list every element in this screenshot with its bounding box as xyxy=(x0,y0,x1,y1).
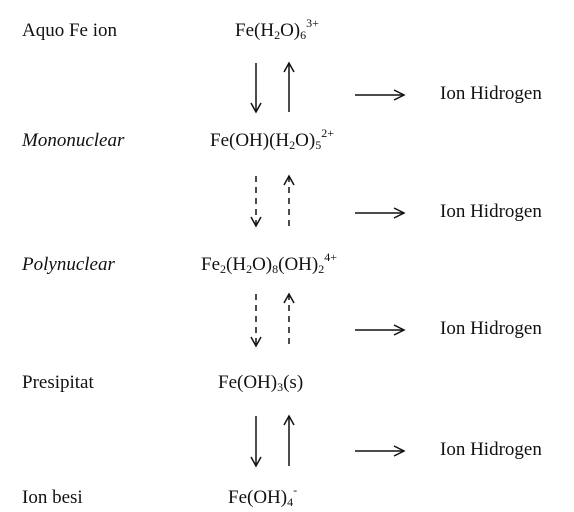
formula-part: (H xyxy=(226,254,247,275)
formula-part: 6 xyxy=(300,28,307,42)
forward-arrow-head-3 xyxy=(250,336,262,348)
formula-part: 2 xyxy=(289,138,296,152)
release-arrow-head-1 xyxy=(393,89,406,101)
formula-part: (s) xyxy=(283,372,304,393)
forward-arrow-head-1 xyxy=(250,102,262,114)
species-label-1: Aquo Fe ion xyxy=(22,20,117,41)
species-label-4: Presipitat xyxy=(22,372,94,393)
formula-part: 3+ xyxy=(306,16,319,30)
forward-arrow-head-4 xyxy=(250,456,262,468)
product-label-4: Ion Hidrogen xyxy=(440,439,542,460)
release-arrow-head-4 xyxy=(393,445,406,457)
formula-part: 4+ xyxy=(324,250,338,264)
species-label-5: Ion besi xyxy=(22,487,83,508)
species-label-2: Mononuclear xyxy=(22,130,125,151)
species-formula-1: Fe(H2O)63+ xyxy=(235,17,319,42)
formula-part: 2+ xyxy=(321,126,334,140)
formula-part: 4 xyxy=(287,495,294,509)
formula-part: Fe(H xyxy=(235,20,275,41)
species-label-3: Polynuclear xyxy=(22,254,115,275)
formula-part: O) xyxy=(252,254,273,275)
formula-part: 5 xyxy=(315,138,322,152)
product-label-2: Ion Hidrogen xyxy=(440,201,542,222)
formula-part: Fe xyxy=(201,254,220,275)
reverse-arrow-head-3 xyxy=(283,292,295,304)
formula-part: Fe(OH) xyxy=(218,372,278,393)
reverse-arrow-head-2 xyxy=(283,174,295,186)
release-arrow-head-2 xyxy=(393,207,406,219)
formula-part: 2 xyxy=(274,28,281,42)
reverse-arrow-head-1 xyxy=(283,61,295,73)
formula-part: 2 xyxy=(318,262,325,276)
formula-part: 2 xyxy=(220,262,226,276)
formula-part: - xyxy=(293,483,298,497)
formula-part: O) xyxy=(280,20,301,41)
species-formula-4: Fe(OH)3(s) xyxy=(218,372,303,394)
formula-part: 2 xyxy=(246,262,253,276)
formula-part: (OH) xyxy=(278,254,319,275)
release-arrow-head-3 xyxy=(393,324,406,336)
formula-part: 8 xyxy=(272,262,279,276)
formula-part: Fe(OH) xyxy=(228,487,288,508)
formula-part: O) xyxy=(295,130,316,151)
formula-part: 3 xyxy=(277,380,284,394)
species-formula-5: Fe(OH)4- xyxy=(228,484,297,509)
product-label-3: Ion Hidrogen xyxy=(440,318,542,339)
formula-part: Fe(OH)(H xyxy=(210,130,290,151)
reverse-arrow-head-4 xyxy=(283,414,295,426)
product-label-1: Ion Hidrogen xyxy=(440,83,542,104)
species-formula-2: Fe(OH)(H2O)52+ xyxy=(210,127,334,152)
forward-arrow-head-2 xyxy=(250,216,262,228)
species-formula-3: Fe2(H2O)8(OH)24+ xyxy=(201,251,337,276)
